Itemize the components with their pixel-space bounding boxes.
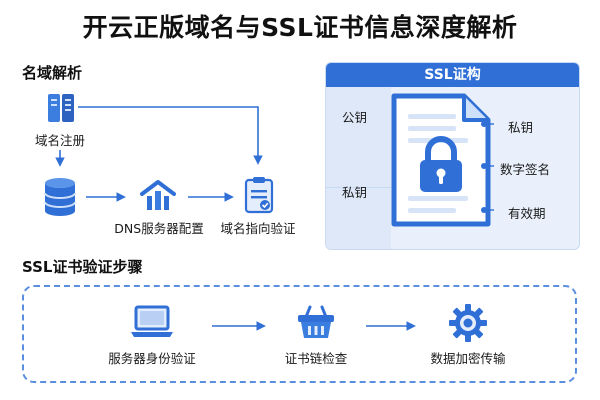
private-key-left-label: 私钥 — [342, 185, 368, 200]
step-label: 数据加密传输 — [430, 351, 506, 366]
public-key-label: 公钥 — [342, 110, 368, 125]
step-label: 服务器身份验证 — [108, 351, 196, 366]
verify-label: 域名指向验证 — [220, 221, 296, 236]
laptop-icon — [131, 305, 173, 337]
ssl-connector-dots — [481, 121, 494, 213]
ssl-left-divider — [326, 187, 391, 188]
domain-section-title: 名域解析 — [22, 64, 83, 82]
certificate-lock-icon — [391, 93, 491, 227]
basket-icon — [298, 305, 334, 338]
gear-icon — [449, 304, 487, 342]
validity-label: 有效期 — [508, 206, 546, 221]
digital-signature-label: 数字签名 — [500, 162, 551, 177]
steps-container — [22, 285, 577, 383]
arrow-registration-to-verify — [78, 106, 263, 165]
step-label: 证书链检查 — [284, 351, 348, 366]
steps-section-title: SSL证书验证步骤 — [22, 258, 143, 276]
dns-label: DNS服务器配置 — [114, 221, 204, 236]
registration-label: 域名注册 — [34, 133, 85, 148]
clipboard-icon — [244, 177, 274, 214]
private-key-right-label: 私钥 — [508, 120, 534, 135]
dns-server-icon — [140, 180, 176, 210]
ssl-left-column — [326, 87, 391, 249]
page-title: 开云正版域名与SSL证书信息深度解析 — [82, 13, 518, 42]
document-icon — [48, 94, 74, 122]
database-icon — [44, 178, 76, 216]
ssl-panel-header: SSL证构 — [326, 63, 579, 87]
